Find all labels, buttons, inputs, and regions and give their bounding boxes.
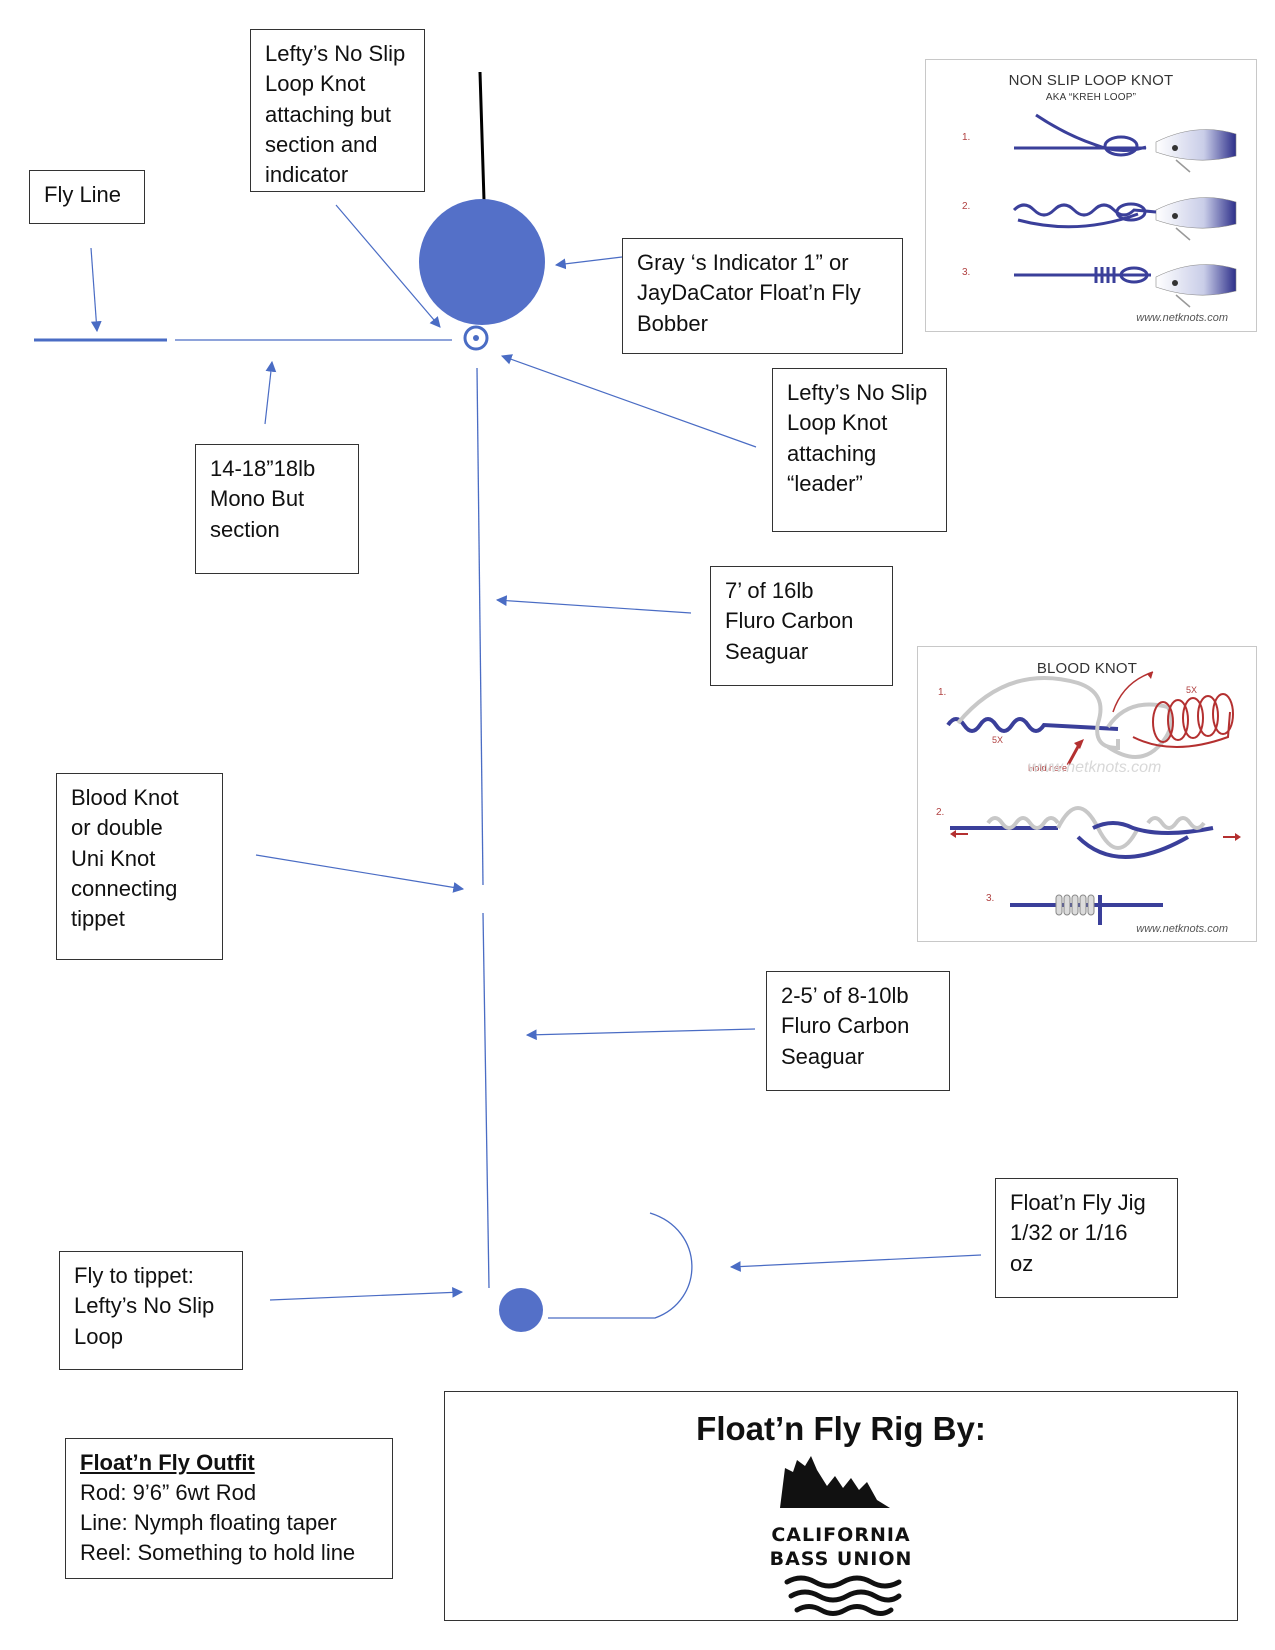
blood-step-1: 1.	[938, 687, 947, 698]
arrow-jig	[729, 1254, 982, 1272]
label-fly-to-tippet: Fly to tippet: Lefty’s No Slip Loop	[59, 1251, 243, 1370]
label-indicator: Gray ‘s Indicator 1” or JayDaCator Float…	[622, 238, 903, 354]
blood-note-5x-a: 5X	[992, 735, 1004, 745]
blood-title: BLOOD KNOT	[1036, 660, 1138, 677]
nonslip-url: www.netknots.com	[1136, 312, 1228, 324]
nonslip-illustration	[1012, 113, 1237, 308]
label-jig: Float’n Fly Jig 1/32 or 1/16 oz	[995, 1178, 1178, 1298]
nonslip-subtitle: AKA “KREH LOOP”	[1045, 92, 1137, 103]
outfit-rod: Rod: 9’6” 6wt Rod	[80, 1479, 257, 1505]
cbu-logo-mountains	[780, 1456, 890, 1508]
leader-line	[476, 367, 484, 886]
blood-note-5x-b: 5X	[1186, 685, 1198, 695]
arrow-blood-knot	[255, 854, 465, 893]
reference-blood-knot: BLOOD KNOT 1. 2. 3. 5X 5X Hold here	[917, 646, 1257, 942]
jig-head	[499, 1288, 543, 1332]
blood-note-hold: Hold here	[1028, 763, 1068, 773]
label-leader: 7’ of 16lb Fluro Carbon Seaguar	[710, 566, 893, 686]
label-fly-line: Fly Line	[29, 170, 145, 224]
label-blood-knot: Blood Knot or double Uni Knot connecting…	[56, 773, 223, 960]
arrow-butt-section	[264, 360, 277, 425]
credit-title: Float’n Fly Rig By:	[696, 1410, 986, 1447]
credit-box: Float’n Fly Rig By: CALIFORNIA BASS UNIO…	[444, 1391, 1238, 1621]
arrow-loop-knot-butt	[335, 204, 441, 328]
blood-step-2: 2.	[936, 807, 945, 818]
arrow-indicator	[554, 256, 623, 270]
indicator-stem	[478, 71, 486, 201]
arrow-leader	[495, 595, 692, 614]
arrow-fly-to-tippet	[269, 1287, 464, 1301]
indicator-float	[419, 199, 545, 325]
label-loop-knot-leader: Lefty’s No Slip Loop Knot attaching “lea…	[772, 368, 947, 532]
loop-ring-center	[473, 335, 479, 341]
outfit-line: Line: Nymph floating taper	[80, 1509, 337, 1535]
blood-step-3: 3.	[986, 893, 995, 904]
arrow-tippet	[525, 1028, 756, 1041]
nonslip-step-2: 2.	[962, 201, 971, 212]
arrow-loop-knot-leader	[500, 354, 757, 448]
label-loop-knot-butt: Lefty’s No Slip Loop Knot attaching but …	[250, 29, 425, 192]
blood-illustration	[946, 671, 1241, 925]
cbu-logo-line2: BASS UNION	[769, 1548, 913, 1570]
nonslip-step-3: 3.	[962, 267, 971, 278]
jig-hook	[548, 1212, 693, 1319]
outfit-reel: Reel: Something to hold line	[80, 1539, 356, 1565]
reference-nonslip-loop: NON SLIP LOOP KNOT AKA “KREH LOOP” 1. 2.…	[925, 59, 1257, 332]
arrow-fly-line	[90, 247, 102, 333]
outfit-title: Float’n Fly Outfit	[80, 1450, 255, 1475]
label-tippet: 2-5’ of 8-10lb Fluro Carbon Seaguar	[766, 971, 950, 1091]
blood-url: www.netknots.com	[1136, 923, 1228, 935]
cbu-logo-line1: CALIFORNIA	[771, 1524, 911, 1546]
outfit-box: Float’n Fly Outfit Rod: 9’6” 6wt Rod Lin…	[65, 1438, 393, 1579]
blood-watermark: www.netknots.com	[1028, 759, 1162, 776]
label-butt-section: 14-18”18lb Mono But section	[195, 444, 359, 574]
nonslip-step-1: 1.	[962, 132, 971, 143]
nonslip-title: NON SLIP LOOP KNOT	[1008, 72, 1174, 89]
tippet-line	[482, 912, 490, 1289]
cbu-logo-waves	[784, 1575, 902, 1616]
